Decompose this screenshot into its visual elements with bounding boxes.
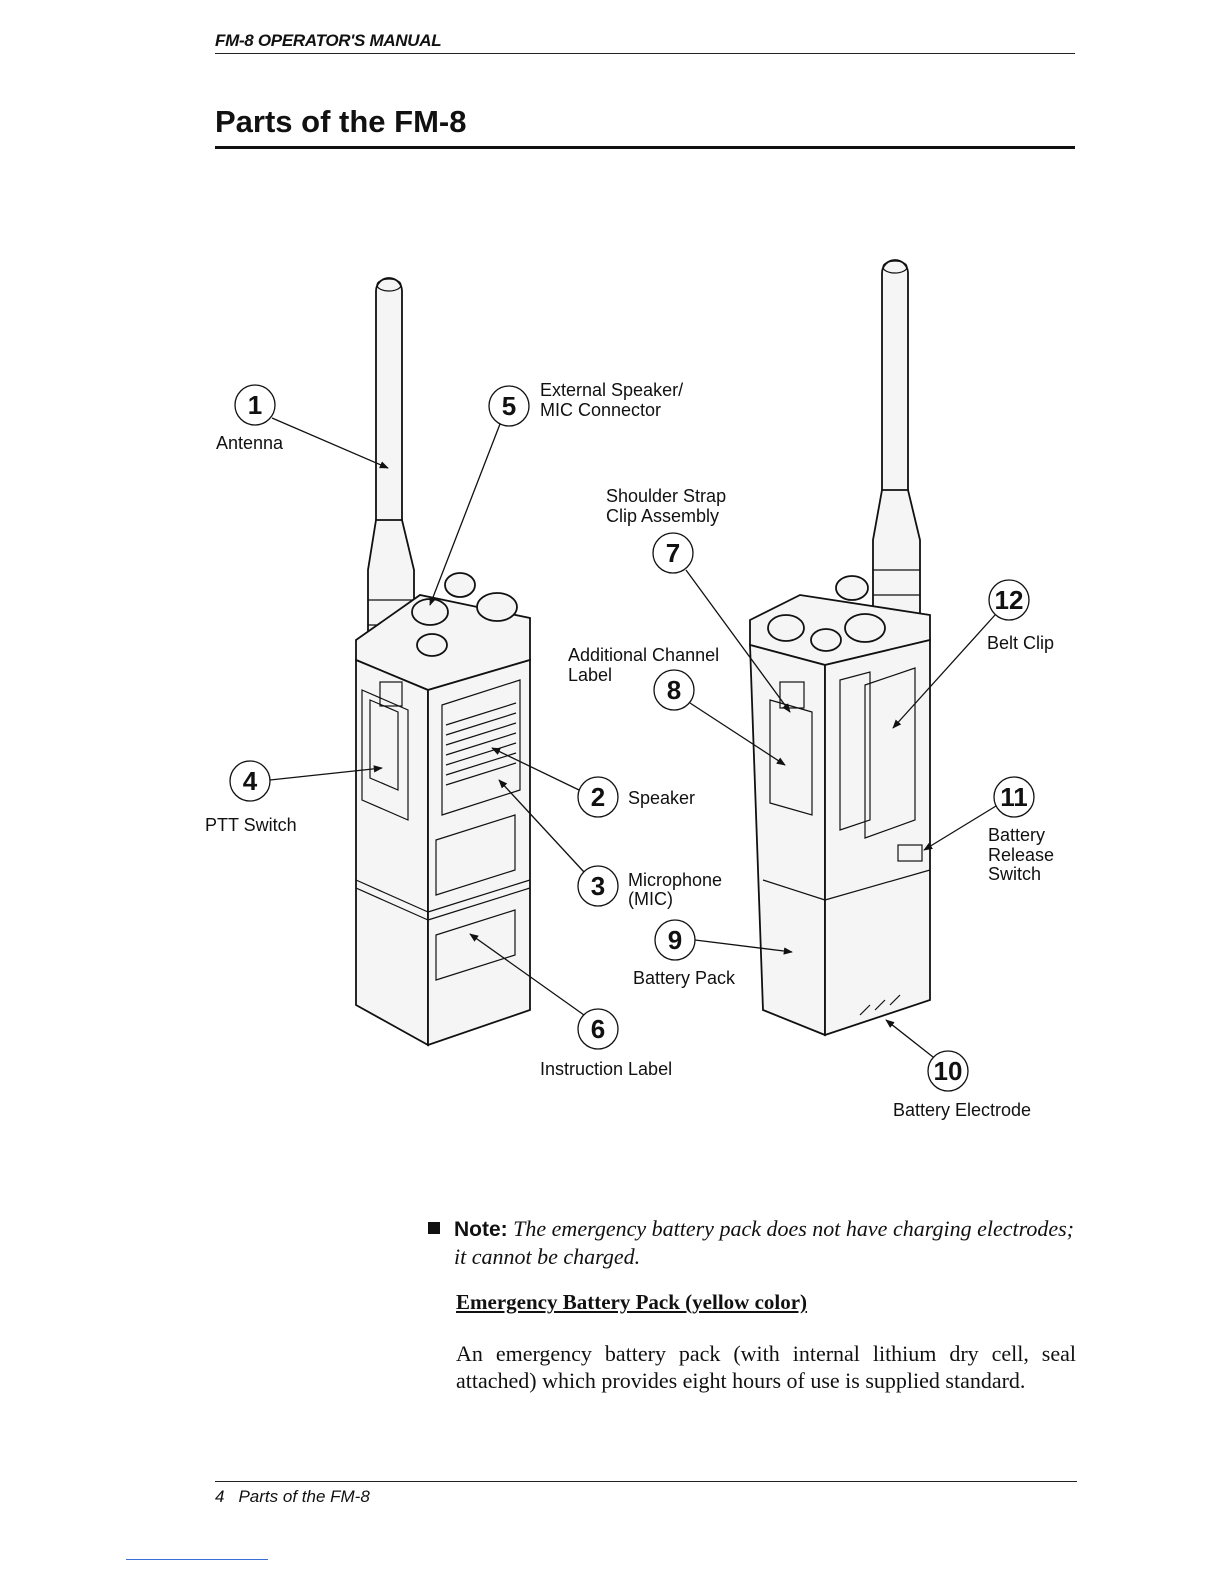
running-head: FM-8 OPERATOR'S MANUAL — [215, 31, 442, 50]
callout-3-number: 3 — [591, 871, 605, 901]
callout-12-circle — [988, 579, 1030, 621]
note-bullet-icon — [428, 1222, 440, 1234]
callout-8-label-line2: Label — [568, 665, 612, 685]
callout-4-number: 4 — [243, 766, 258, 796]
callout-4-label: PTT Switch — [205, 815, 297, 835]
title-rule — [215, 146, 1075, 149]
note-text: The emergency battery pack does not have… — [513, 1216, 1074, 1241]
section-heading: Emergency Battery Pack (yellow color) — [456, 1290, 808, 1314]
callout-5-circle — [488, 385, 530, 427]
footer: 4 Parts of the FM-8 — [215, 1487, 370, 1507]
callout-11-label-line1: Battery — [988, 825, 1045, 845]
callout-4-circle — [229, 760, 271, 802]
callout-7-shoulder-strap: Shoulder Strap Clip Assembly 7 — [606, 486, 791, 713]
callout-12-label: Belt Clip — [987, 633, 1054, 653]
callout-6-circle — [577, 1008, 619, 1050]
callout-10-number: 10 — [934, 1056, 963, 1086]
callout-4-ptt-switch: 4 PTT Switch — [205, 760, 383, 835]
callout-7-circle — [652, 532, 694, 574]
radio-rear-illustration — [749, 259, 931, 1037]
callout-2-label: Speaker — [628, 788, 695, 808]
callout-10-label: Battery Electrode — [893, 1100, 1031, 1120]
callout-8-number: 8 — [667, 675, 681, 705]
callout-11-battery-release: 11 Battery Release Switch — [923, 776, 1054, 884]
callout-11-number: 11 — [1000, 782, 1028, 812]
note-label: Note: — [454, 1218, 508, 1241]
footer-rule — [215, 1481, 1077, 1482]
section-paragraph: An emergency battery pack (with internal… — [456, 1341, 1076, 1393]
callout-3-label-line1: Microphone — [628, 870, 722, 890]
scan-mark — [126, 1559, 268, 1560]
callout-11-circle — [993, 776, 1035, 818]
callout-9-label: Battery Pack — [633, 968, 736, 988]
callout-8-circle — [653, 669, 695, 711]
callout-3-circle — [577, 865, 619, 907]
callout-11-label-line2: Release — [988, 845, 1054, 865]
callout-12-number: 12 — [995, 585, 1024, 615]
note: Note: The emergency battery pack does no… — [428, 1215, 1088, 1270]
callout-11-label-line3: Switch — [988, 864, 1041, 884]
callout-1-antenna: 1 Antenna — [216, 384, 389, 469]
callout-9-battery-pack: 9 Battery Pack — [633, 919, 793, 988]
callout-2-speaker: 2 Speaker — [491, 747, 695, 818]
callout-7-number: 7 — [666, 538, 680, 568]
callout-2-circle — [577, 776, 619, 818]
note-text-line-2: it cannot be charged. — [454, 1244, 641, 1269]
callout-8-additional-channel: Additional Channel Label 8 — [568, 645, 786, 766]
callout-6-instruction-label: 6 Instruction Label — [469, 933, 672, 1079]
radio-front-illustration — [355, 277, 531, 1047]
header-rule — [215, 53, 1075, 54]
callout-6-number: 6 — [591, 1014, 605, 1044]
callout-5-number: 5 — [502, 391, 516, 421]
page-title: Parts of the FM-8 — [215, 104, 467, 139]
callout-10-circle — [927, 1050, 969, 1092]
callout-7-label-line1: Shoulder Strap — [606, 486, 726, 506]
callout-1-circle — [234, 384, 276, 426]
callout-10-battery-electrode: 10 Battery Electrode — [885, 1019, 1031, 1120]
footer-title: Parts of the FM-8 — [238, 1487, 370, 1506]
callout-6-label: Instruction Label — [540, 1059, 672, 1079]
footer-page-number: 4 — [215, 1487, 225, 1506]
callout-1-number: 1 — [248, 390, 262, 420]
callout-8-label-line1: Additional Channel — [568, 645, 719, 665]
callout-3-label-line2: (MIC) — [628, 889, 673, 909]
callout-3-microphone: 3 Microphone (MIC) — [498, 779, 722, 909]
note-line-1: Note: The emergency battery pack does no… — [428, 1215, 1088, 1243]
callout-7-label-line2: Clip Assembly — [606, 506, 719, 526]
callout-1-label: Antenna — [216, 433, 284, 453]
callout-5-external-speaker: 5 External Speaker/ MIC Connector — [429, 380, 683, 606]
callout-9-number: 9 — [668, 925, 682, 955]
callout-2-number: 2 — [591, 782, 605, 812]
callout-5-label-line2: MIC Connector — [540, 400, 661, 420]
callout-12-belt-clip: 12 Belt Clip — [892, 579, 1054, 729]
callout-5-label-line1: External Speaker/ — [540, 380, 683, 400]
